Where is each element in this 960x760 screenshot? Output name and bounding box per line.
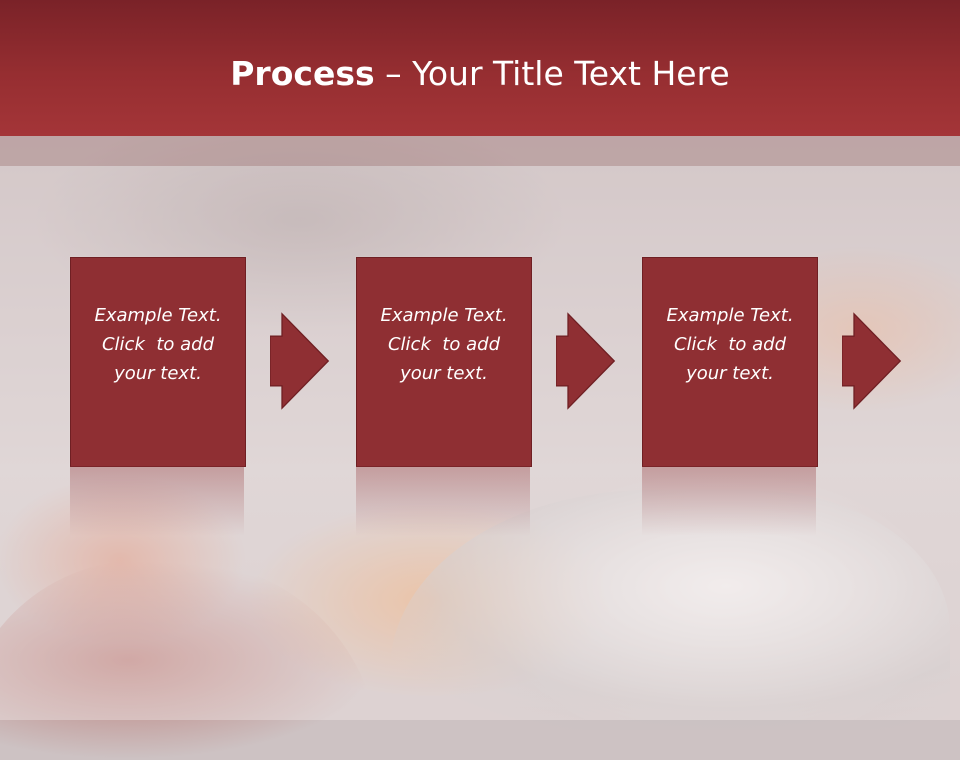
process-step-2[interactable]: Example Text. Click to add your text.	[356, 257, 532, 467]
right-arrow-icon	[270, 312, 330, 410]
step-1-line-1: Example Text.	[94, 304, 222, 326]
process-step-1[interactable]: Example Text. Click to add your text.	[70, 257, 246, 467]
step-1-text: Example Text. Click to add your text.	[78, 301, 238, 388]
slide-title[interactable]: Process – Your Title Text Here	[0, 50, 960, 98]
step-2-text: Example Text. Click to add your text.	[364, 301, 524, 388]
step-1-reflection	[70, 466, 244, 536]
step-3-line-1: Example Text.	[666, 304, 794, 326]
process-step-3[interactable]: Example Text. Click to add your text.	[642, 257, 818, 467]
step-3-reflection	[642, 466, 816, 536]
right-arrow-icon	[556, 312, 616, 410]
step-2-line-3: your text.	[400, 362, 488, 384]
step-1-line-2: Click to add	[101, 333, 214, 355]
step-3-line-3: your text.	[686, 362, 774, 384]
step-3-text: Example Text. Click to add your text.	[650, 301, 810, 388]
step-2-line-2: Click to add	[387, 333, 500, 355]
title-rest: – Your Title Text Here	[374, 54, 730, 93]
title-bold: Process	[230, 54, 375, 93]
header-band	[0, 0, 960, 136]
right-arrow-icon	[842, 312, 902, 410]
header-sub-band	[0, 136, 960, 166]
step-2-line-1: Example Text.	[380, 304, 508, 326]
step-1-line-3: your text.	[114, 362, 202, 384]
step-2-reflection	[356, 466, 530, 536]
step-3-line-2: Click to add	[673, 333, 786, 355]
